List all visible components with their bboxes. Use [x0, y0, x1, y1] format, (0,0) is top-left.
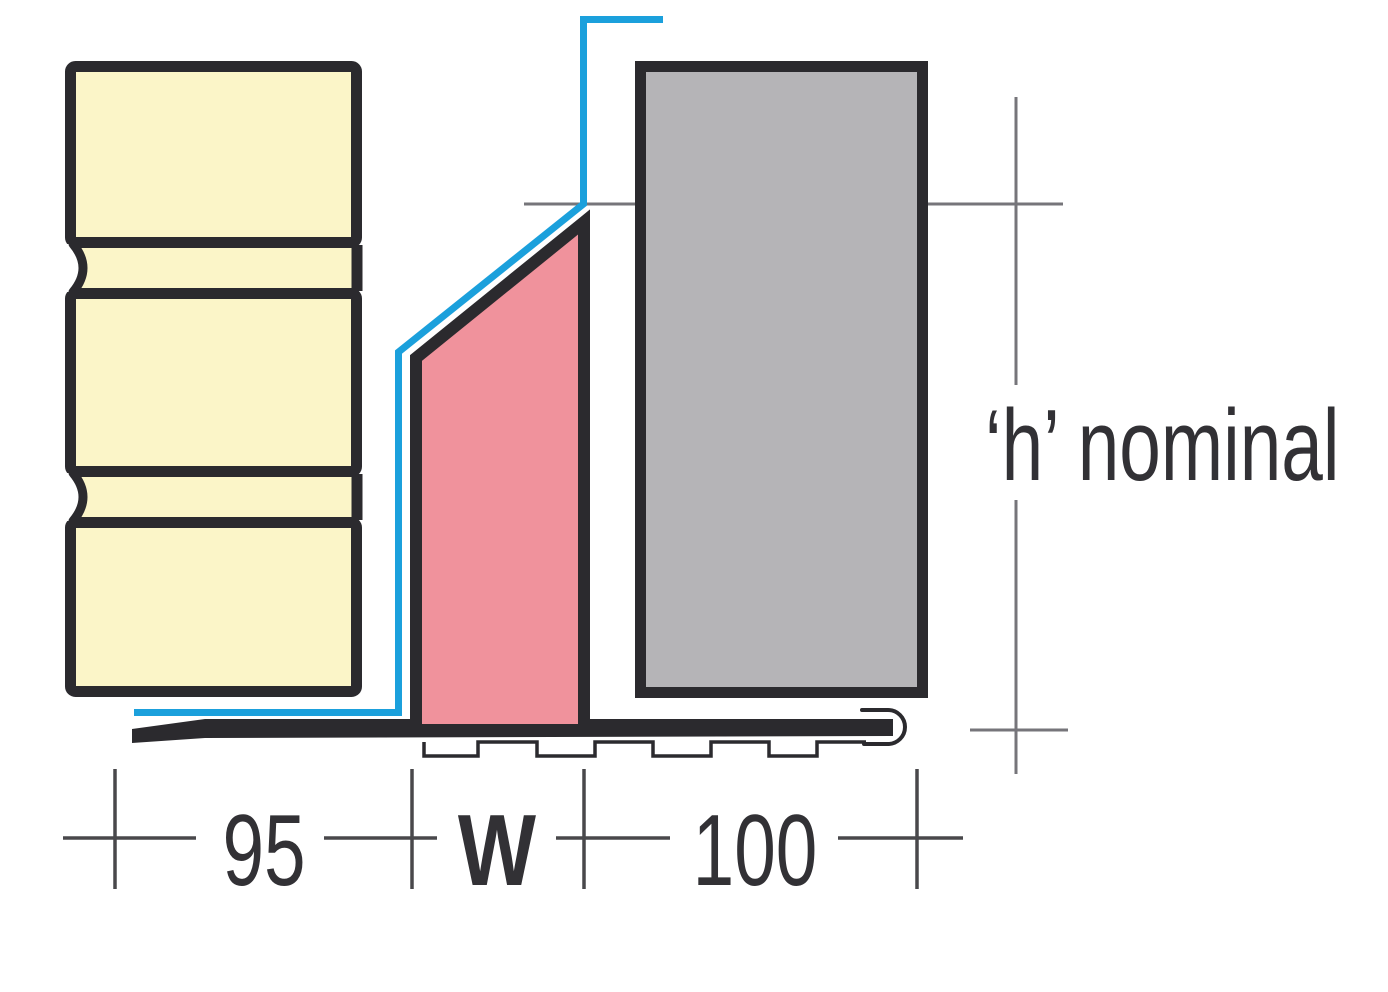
brick-bottom	[65, 517, 362, 697]
mortar-joint-upper-recess-curve	[68, 239, 88, 297]
bottom-dimension-lines	[63, 769, 963, 889]
mortar-joint-lower	[68, 475, 358, 519]
dim-label-100: 100	[693, 794, 818, 907]
mortar-joint-upper	[68, 246, 358, 290]
drip-hook-outline	[860, 708, 907, 746]
serrated-base-strip	[422, 740, 866, 758]
outer-brick-wall	[56, 61, 363, 697]
brick-top	[65, 61, 362, 248]
height-dimension-lines	[970, 97, 1068, 774]
brick-middle	[65, 288, 362, 477]
mortar-joint-lower-face-bar	[351, 474, 363, 520]
dim-label-h-nominal: ‘h’ nominal	[985, 389, 1339, 502]
cavity-closer-wedge	[410, 209, 590, 736]
mortar-joint-lower-recess-curve	[68, 468, 88, 526]
dim-label-w: W	[458, 793, 537, 907]
dpc-cavity-tray-line	[134, 16, 663, 716]
dim-label-95: 95	[222, 794, 305, 907]
inner-block	[635, 61, 928, 698]
mortar-joint-upper-face-bar	[351, 245, 363, 291]
